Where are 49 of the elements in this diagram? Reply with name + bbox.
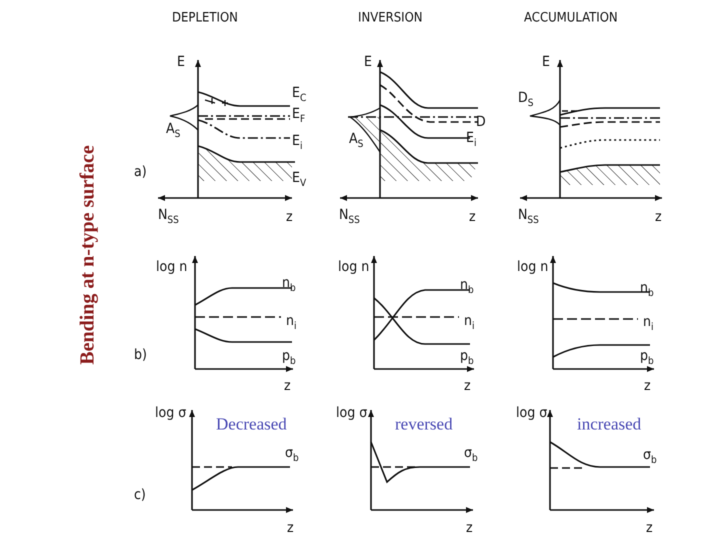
axis-label: N$_{SS}$: [339, 208, 360, 226]
axis-label: E$_{V}$: [292, 171, 306, 189]
axis-label: A$_{S}$: [166, 122, 180, 140]
column-heading: DEPLETION: [172, 12, 238, 24]
axis-label: log σ: [516, 406, 548, 420]
axis-label: N$_{SS}$: [518, 208, 539, 226]
axis-label: z: [284, 379, 291, 393]
axis-label: log n: [338, 260, 370, 274]
axis-label: log n: [517, 260, 548, 274]
axis-label: z: [646, 521, 653, 535]
vertical-title: Bending at n-type surface: [76, 145, 100, 365]
axis-label: z: [655, 210, 662, 224]
column-heading: ACCUMULATION: [524, 12, 618, 24]
axis-label: E$_{C}$: [292, 86, 306, 104]
axis-label: σ$_{b}$: [285, 446, 299, 464]
axis-label: σ$_{b}$: [643, 448, 657, 466]
annotation-text: reversed: [395, 416, 453, 432]
axis-label: n$_{b}$: [282, 276, 296, 294]
axis-label: c): [134, 488, 146, 502]
axis-label: n$_{i}$: [464, 314, 474, 332]
axis-label: n$_{i}$: [643, 315, 654, 333]
axis-label: A$_{S}$: [349, 132, 364, 150]
annotation-text: increased: [577, 416, 642, 432]
axis-label: z: [644, 379, 651, 393]
axis-label: p$_{b}$: [282, 349, 296, 367]
axis-label: z: [464, 379, 471, 393]
axis-label: p$_{b}$: [460, 349, 474, 367]
axis-label: N$_{SS}$: [158, 208, 179, 226]
axis-label: E$_{F}$: [292, 107, 306, 125]
axis-label: z: [469, 210, 476, 224]
axis-label: z: [466, 521, 473, 535]
axis-label: z: [287, 521, 294, 535]
axis-label: log n: [156, 260, 188, 274]
axis-label: log σ: [155, 406, 186, 420]
axis-label: E: [542, 55, 550, 69]
axis-label: p$_{b}$: [640, 349, 654, 367]
axis-label: log σ: [336, 406, 368, 420]
annotation-text: Decreased: [216, 416, 287, 432]
axis-label: E: [177, 55, 185, 69]
axis-label: n$_{b}$: [460, 278, 474, 296]
axis-label: b): [134, 348, 147, 362]
column-heading: INVERSION: [358, 12, 423, 24]
axis-label: E$_{i}$: [292, 134, 302, 152]
axis-label: D$_{S}$: [518, 91, 534, 109]
axis-label: z: [286, 210, 293, 224]
axis-label: E: [364, 55, 372, 69]
axis-label: a): [134, 165, 147, 179]
axis-label: σ$_{b}$: [464, 446, 478, 464]
axis-label: n$_{i}$: [286, 314, 296, 332]
